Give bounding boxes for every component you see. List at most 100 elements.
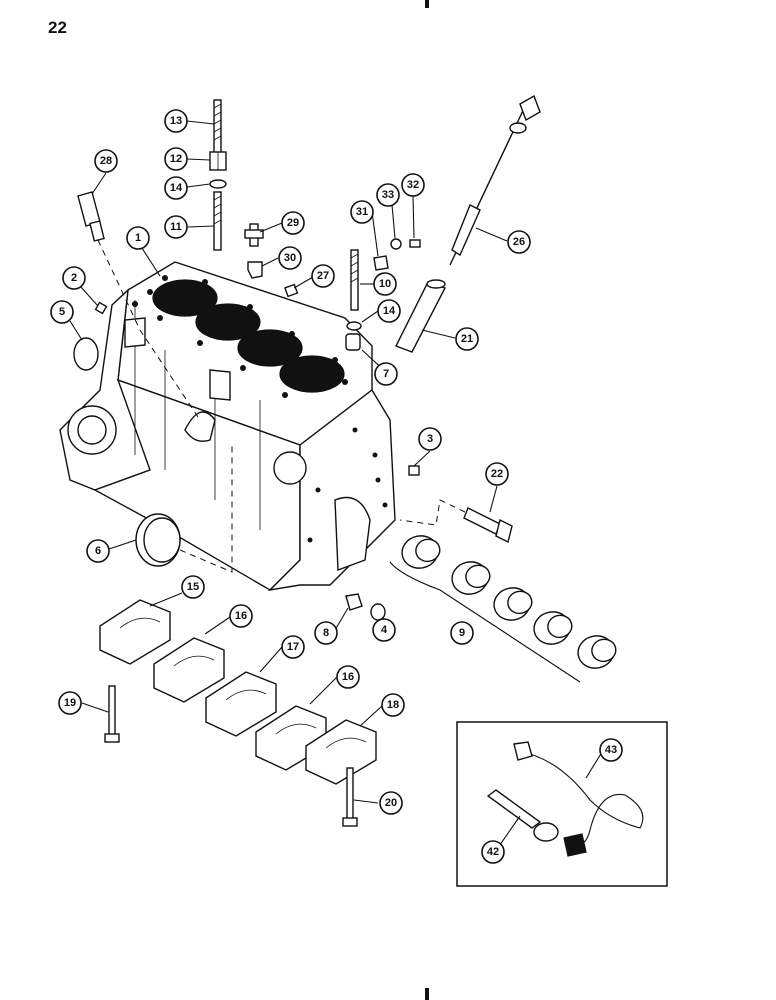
svg-text:26: 26 (513, 236, 525, 248)
callout-43: 43 (599, 738, 623, 762)
callout-12: 12 (164, 147, 188, 171)
bracket-nut (390, 238, 402, 250)
dipstick-tube (395, 279, 446, 353)
callout-21: 21 (455, 327, 479, 351)
svg-text:2: 2 (71, 272, 77, 284)
callout-30: 30 (278, 246, 302, 270)
lower-stud (213, 191, 222, 251)
svg-text:20: 20 (385, 797, 397, 809)
svg-text:22: 22 (491, 468, 503, 480)
dipstick (449, 94, 541, 266)
idler-bolt (463, 507, 513, 544)
callout-42: 42 (481, 840, 505, 864)
svg-text:11: 11 (170, 221, 182, 233)
svg-text:9: 9 (459, 627, 465, 639)
callout-8: 8 (314, 621, 338, 645)
callout-3: 3 (418, 427, 442, 451)
callout-31: 31 (350, 200, 374, 224)
bearing-cap-bolt (345, 593, 363, 611)
svg-text:14: 14 (170, 182, 183, 194)
svg-text:28: 28 (100, 155, 112, 167)
stud-washer (346, 321, 362, 331)
callout-32: 32 (401, 173, 425, 197)
svg-text:4: 4 (381, 624, 388, 636)
svg-text:17: 17 (287, 641, 299, 653)
callout-16-upper: 16 (229, 604, 253, 628)
svg-text:7: 7 (383, 368, 389, 380)
top-registration-mark (425, 0, 429, 8)
svg-text:27: 27 (317, 270, 329, 282)
callout-26: 26 (507, 230, 531, 254)
callout-14-upper: 14 (164, 176, 188, 200)
spacer (345, 333, 361, 351)
svg-text:43: 43 (605, 744, 617, 756)
manifold-stud (350, 249, 359, 311)
svg-text:13: 13 (170, 115, 182, 127)
main-bearing-bolt-short (104, 685, 120, 743)
main-bearing-cap-rear (305, 719, 377, 785)
dowel-washer (370, 603, 386, 621)
plug (284, 283, 299, 298)
callout-14-lower: 14 (377, 299, 401, 323)
main-bearing-cap-intermediate-1 (153, 637, 225, 703)
main-bearing-cap-center (205, 671, 277, 737)
bracket (373, 255, 389, 271)
callout-29: 29 (281, 211, 305, 235)
callout-20: 20 (379, 791, 403, 815)
svg-text:32: 32 (407, 179, 419, 191)
svg-text:1: 1 (135, 232, 141, 244)
callout-33: 33 (376, 183, 400, 207)
callout-7: 7 (374, 362, 398, 386)
callout-5: 5 (50, 300, 74, 324)
callout-10: 10 (373, 272, 397, 296)
callout-1: 1 (126, 226, 150, 250)
cylinder-head-stud (213, 99, 222, 161)
callout-18: 18 (381, 693, 405, 717)
svg-text:21: 21 (461, 333, 473, 345)
callout-11: 11 (164, 215, 188, 239)
main-bearing-bolt-long (342, 767, 358, 827)
callout-17: 17 (281, 635, 305, 659)
cup-plug (135, 513, 181, 567)
callout-15: 15 (181, 575, 205, 599)
callout-4: 4 (372, 618, 396, 642)
washer (209, 179, 227, 189)
svg-text:19: 19 (64, 697, 76, 709)
callout-22: 22 (485, 462, 509, 486)
page-number: 22 (48, 18, 67, 37)
svg-text:14: 14 (383, 305, 396, 317)
oil-gallery-plug (408, 465, 420, 476)
bottom-registration-mark (425, 988, 429, 1000)
svg-text:18: 18 (387, 699, 399, 711)
camshaft-bearing-set (401, 535, 617, 669)
callout-9: 9 (450, 621, 474, 645)
main-bearing-cap-front (99, 599, 171, 665)
fitting (244, 223, 264, 247)
svg-text:33: 33 (382, 189, 394, 201)
svg-text:31: 31 (356, 206, 368, 218)
callout-27: 27 (311, 264, 335, 288)
svg-text:8: 8 (323, 627, 329, 639)
callout-16-lower: 16 (336, 665, 360, 689)
bracket-bolt (409, 239, 421, 248)
heater-inset (456, 721, 668, 887)
callout-6: 6 (86, 539, 110, 563)
svg-text:29: 29 (287, 217, 299, 229)
svg-text:10: 10 (379, 278, 391, 290)
svg-text:12: 12 (170, 153, 182, 165)
svg-text:5: 5 (59, 306, 65, 318)
pipe-plug (94, 301, 108, 315)
cylinder-block (59, 261, 396, 592)
oil-pressure-sender (77, 191, 105, 242)
svg-text:42: 42 (487, 846, 499, 858)
stud-nut (209, 151, 227, 171)
elbow-fitting (247, 261, 263, 279)
callout-2: 2 (62, 266, 86, 290)
callout-13: 13 (164, 109, 188, 133)
svg-text:3: 3 (427, 433, 433, 445)
svg-text:16: 16 (235, 610, 247, 622)
callout-19: 19 (58, 691, 82, 715)
callout-28: 28 (94, 149, 118, 173)
svg-text:15: 15 (187, 581, 199, 593)
